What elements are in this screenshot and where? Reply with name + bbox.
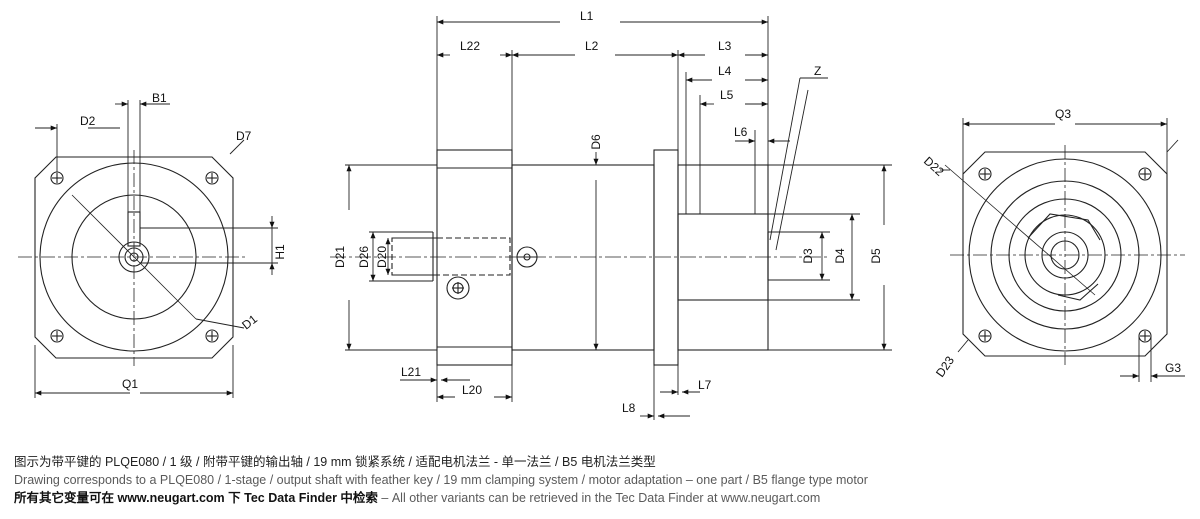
- front-view-dimensions: [34, 100, 278, 398]
- label-l7: L7: [698, 378, 712, 392]
- label-l1: L1: [580, 9, 594, 23]
- label-d5: D5: [869, 248, 883, 264]
- vent-screw: [446, 276, 470, 300]
- label-d3: D3: [801, 248, 815, 264]
- caption-variants-english: – All other variants can be retrieved in…: [377, 491, 821, 505]
- label-l3: L3: [718, 39, 732, 53]
- rear-view-labels: Q3 D22 D23 G3: [921, 107, 1181, 380]
- label-q3: Q3: [1055, 107, 1071, 121]
- bolt-hole: [1138, 329, 1152, 343]
- bolt-hole: [205, 171, 219, 185]
- front-view-labels: B1 D2 D7 H1 D1 Q1: [80, 91, 287, 391]
- label-d21: D21: [333, 246, 347, 268]
- label-b1: B1: [152, 91, 167, 105]
- output-flange-body: [436, 149, 513, 366]
- square-flange-outline: [34, 156, 234, 359]
- bolt-hole: [978, 167, 992, 181]
- bolt-hole: [205, 329, 219, 343]
- label-d4: D4: [833, 248, 847, 264]
- clamping-ring-slot: [1027, 213, 1101, 241]
- output-shaft-hidden: [391, 237, 511, 276]
- caption-variants: 所有其它变量可在 www.neugart.com 下 Tec Data Find…: [14, 489, 1194, 507]
- label-l22: L22: [460, 39, 480, 53]
- label-z: Z: [814, 64, 821, 78]
- label-l20: L20: [462, 383, 482, 397]
- label-d7: D7: [236, 129, 252, 143]
- label-h1: H1: [273, 244, 287, 260]
- label-l5: L5: [720, 88, 734, 102]
- front-view-output-flange: [18, 150, 248, 366]
- drain-plug: [516, 246, 538, 268]
- label-d2: D2: [80, 114, 96, 128]
- caption-english: Drawing corresponds to a PLQE080 / 1-sta…: [14, 473, 868, 487]
- technical-drawing: B1 D2 D7 H1 D1 Q1: [18, 9, 1185, 420]
- drawing-caption: 图示为带平键的 PLQE080 / 1 级 / 附带平键的输出轴 / 19 mm…: [14, 453, 1194, 507]
- label-d26: D26: [357, 246, 371, 268]
- bolt-hole: [978, 329, 992, 343]
- motor-flange: [653, 149, 679, 366]
- side-view-dimensions: [345, 16, 892, 420]
- label-d6: D6: [589, 134, 603, 150]
- caption-chinese: 图示为带平键的 PLQE080 / 1 级 / 附带平键的输出轴 / 19 mm…: [14, 455, 656, 469]
- caption-variants-chinese: 所有其它变量可在 www.neugart.com 下 Tec Data Find…: [14, 491, 378, 505]
- rear-view-motor-flange: [944, 145, 1185, 365]
- label-g3: G3: [1165, 361, 1181, 375]
- label-l4: L4: [718, 64, 732, 78]
- rear-view-dimensions: [940, 118, 1185, 382]
- label-l6: L6: [734, 125, 748, 139]
- square-motor-flange-outline: [962, 151, 1168, 357]
- bolt-hole: [50, 171, 64, 185]
- label-l8: L8: [622, 401, 636, 415]
- label-d1: D1: [239, 312, 260, 333]
- label-d20: D20: [375, 246, 389, 268]
- label-d23: D23: [933, 353, 957, 379]
- side-view-gearbox: [330, 149, 830, 366]
- label-q1: Q1: [122, 377, 138, 391]
- bolt-hole: [50, 329, 64, 343]
- bolt-hole: [1138, 167, 1152, 181]
- label-l21: L21: [401, 365, 421, 379]
- label-l2: L2: [585, 39, 599, 53]
- motor-adapter: [677, 164, 769, 351]
- label-d22: D22: [921, 154, 947, 179]
- side-view-labels: L1 L22 L2 L3 L4 L5 Z L6 D6 D21 D26 D20 D…: [333, 9, 883, 415]
